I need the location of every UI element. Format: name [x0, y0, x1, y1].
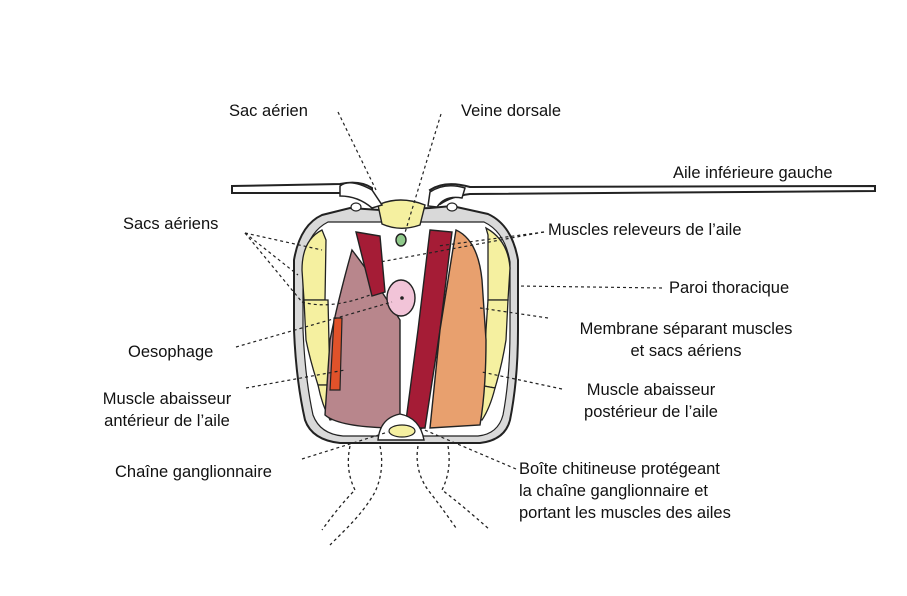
label-boite-line2: la chaîne ganglionnaire et	[519, 482, 708, 500]
label-abaisseur-anterieur: Muscle abaisseur antérieur de l’aile	[82, 388, 252, 432]
label-abaisseur-posterieur-line2: postérieur de l’aile	[584, 403, 718, 421]
label-veine-dorsale: Veine dorsale	[461, 102, 561, 120]
label-boite-line3: portant les muscles des ailes	[519, 504, 731, 522]
label-membrane-line2: et sacs aériens	[630, 342, 742, 360]
dorsal-vein	[395, 233, 407, 247]
posterior-depressor-muscle	[429, 228, 487, 429]
small-muscle-left	[329, 317, 343, 391]
label-abaisseur-anterieur-line1: Muscle abaisseur	[102, 390, 232, 408]
legs	[321, 445, 491, 546]
label-sac-aerien: Sac aérien	[229, 102, 308, 120]
elevator-muscle-left	[355, 231, 386, 297]
label-muscles-releveurs: Muscles releveurs de l’aile	[548, 221, 742, 239]
label-membrane: Membrane séparant muscles et sacs aérien…	[556, 318, 816, 362]
air-sacs-right	[475, 226, 511, 421]
label-paroi-thoracique: Paroi thoracique	[669, 279, 790, 297]
label-oesophage: Oesophage	[128, 343, 214, 361]
leader-lines	[235, 111, 663, 470]
label-aile-inferieure-gauche: Aile inférieure gauche	[673, 164, 833, 182]
dorsal-air-sac	[377, 199, 426, 229]
label-chaine-ganglionnaire: Chaîne ganglionnaire	[115, 463, 272, 481]
ganglion-chain	[388, 424, 416, 438]
label-abaisseur-posterieur-line1: Muscle abaisseur	[586, 381, 716, 399]
wing-inferior-left	[428, 183, 876, 206]
label-sacs-aeriens: Sacs aériens	[123, 215, 219, 233]
label-boite-chitineuse: Boîte chitineuse protégeant la chaîne ga…	[519, 458, 731, 524]
label-membrane-line1: Membrane séparant muscles	[579, 320, 793, 338]
label-boite-line1: Boîte chitineuse protégeant	[519, 460, 720, 478]
label-abaisseur-anterieur-line2: antérieur de l’aile	[104, 412, 230, 430]
elevator-muscle-right	[404, 229, 453, 429]
label-abaisseur-posterieur: Muscle abaisseur postérieur de l’aile	[566, 379, 736, 423]
